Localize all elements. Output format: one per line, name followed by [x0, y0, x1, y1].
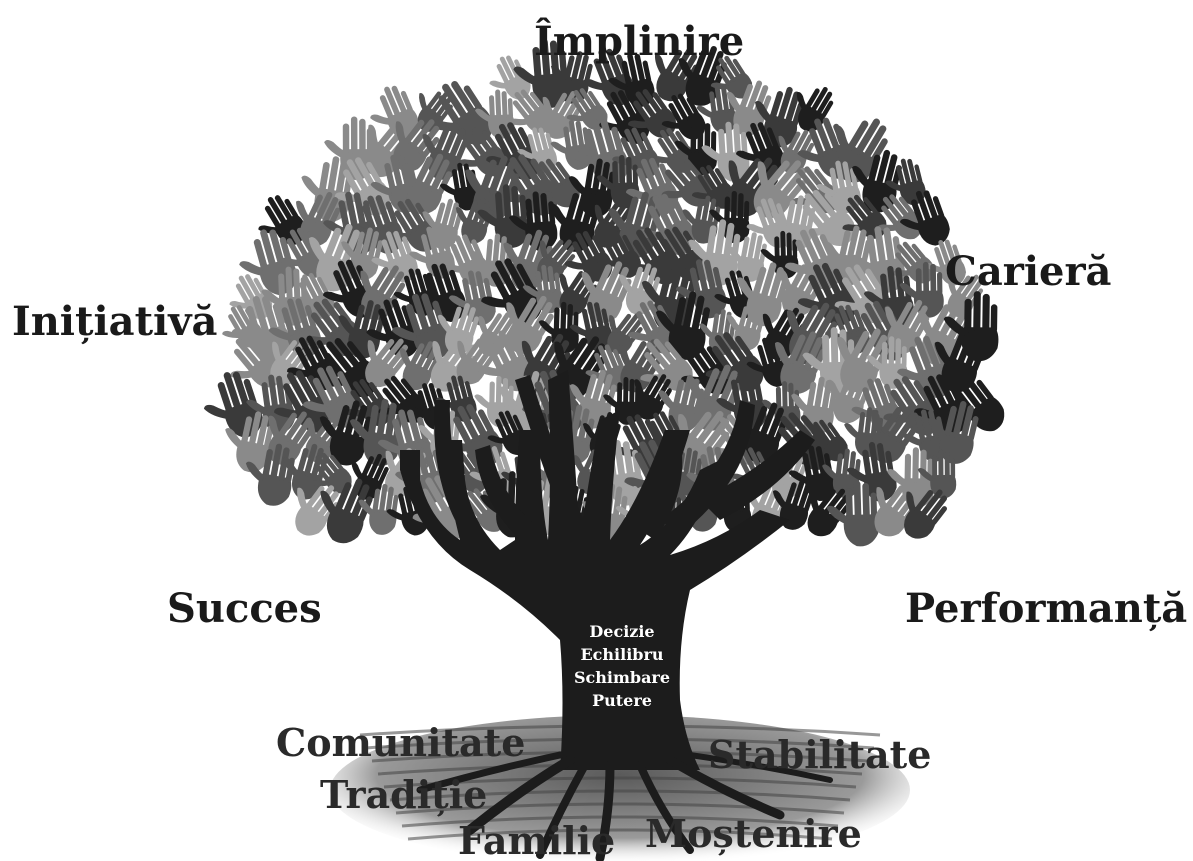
ground-stripe	[395, 802, 845, 815]
ground-stripe	[389, 789, 851, 802]
tree-roots	[416, 751, 833, 861]
ground-stripe	[407, 828, 833, 841]
tree-trunk	[400, 370, 815, 770]
trunk-word-putere: Putere	[592, 691, 652, 710]
label-comunitate: Comunitate	[276, 720, 526, 765]
trunk-words: Decizie Echilibru Schimbare Putere	[565, 620, 679, 712]
label-implinire: Împlinire	[534, 18, 745, 65]
label-mostenire: Moștenire	[645, 811, 862, 856]
ground-stripe	[401, 815, 839, 828]
label-stabilitate: Stabilitate	[708, 732, 932, 777]
trunk-word-decizie: Decizie	[589, 622, 655, 641]
label-cariera: Carieră	[945, 248, 1112, 295]
label-familie: Familie	[458, 818, 616, 861]
label-initiativa: Inițiativă	[12, 298, 218, 345]
trunk-word-echilibru: Echilibru	[580, 645, 664, 664]
label-succes: Succes	[167, 585, 322, 632]
label-traditie: Tradiție	[320, 772, 488, 817]
label-performanta: Performanță	[905, 585, 1188, 632]
trunk-word-schimbare: Schimbare	[573, 668, 671, 687]
